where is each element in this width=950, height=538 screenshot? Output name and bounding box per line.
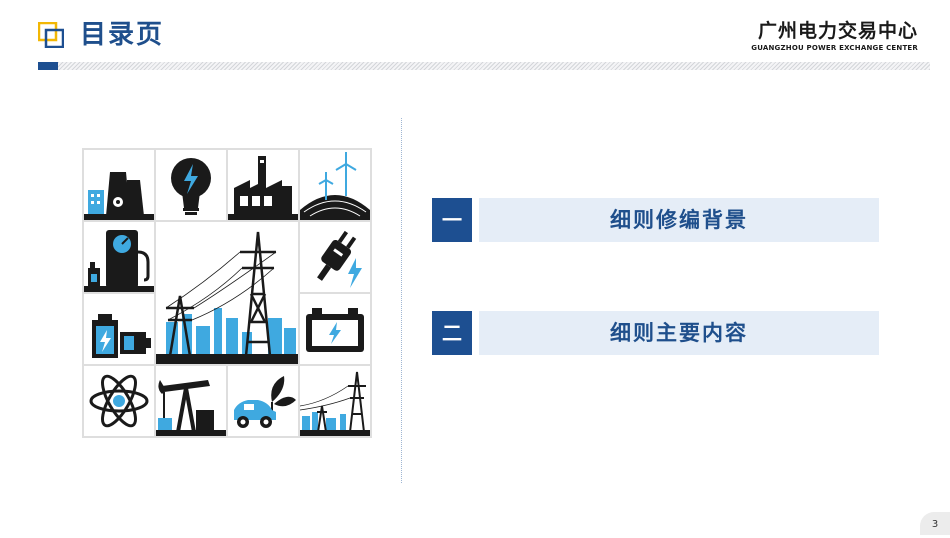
vertical-divider	[401, 118, 402, 483]
power-plug-icon	[300, 222, 370, 292]
page-title: 目录页	[80, 20, 165, 50]
eco-car-icon	[228, 366, 298, 436]
factory-icon	[228, 150, 298, 220]
logo-square-icon	[37, 21, 65, 49]
toc-item-2-label: 细则主要内容	[479, 311, 879, 355]
atom-icon	[84, 366, 154, 436]
header-rule-accent	[38, 62, 58, 70]
battery-icon	[84, 294, 154, 364]
toc-item-2[interactable]: 二 细则主要内容	[432, 311, 879, 355]
company-name-cn: 广州电力交易中心	[757, 20, 918, 42]
company-logo: 广州电力交易中心 GUANGZHOU POWER EXCHANGE CENTER	[678, 20, 918, 53]
fuel-pump-icon	[84, 222, 154, 292]
header-rule-hatched	[58, 62, 930, 70]
transmission-tower-icon	[156, 222, 298, 364]
light-bulb-icon	[156, 150, 226, 220]
company-name-en: GUANGZHOU POWER EXCHANGE CENTER	[751, 44, 918, 52]
page-number: 3	[920, 512, 950, 535]
oil-pumpjack-icon	[156, 366, 226, 436]
wind-turbine-icon	[300, 150, 370, 220]
car-battery-icon	[300, 294, 370, 364]
toc-item-1[interactable]: 一 细则修编背景	[432, 198, 879, 242]
toc-item-1-label: 细则修编背景	[479, 198, 879, 242]
toc-item-1-number: 一	[432, 198, 472, 242]
energy-icon-grid	[82, 148, 372, 438]
power-line-icon	[300, 366, 370, 436]
power-plant-icon	[84, 150, 154, 220]
toc-item-2-number: 二	[432, 311, 472, 355]
